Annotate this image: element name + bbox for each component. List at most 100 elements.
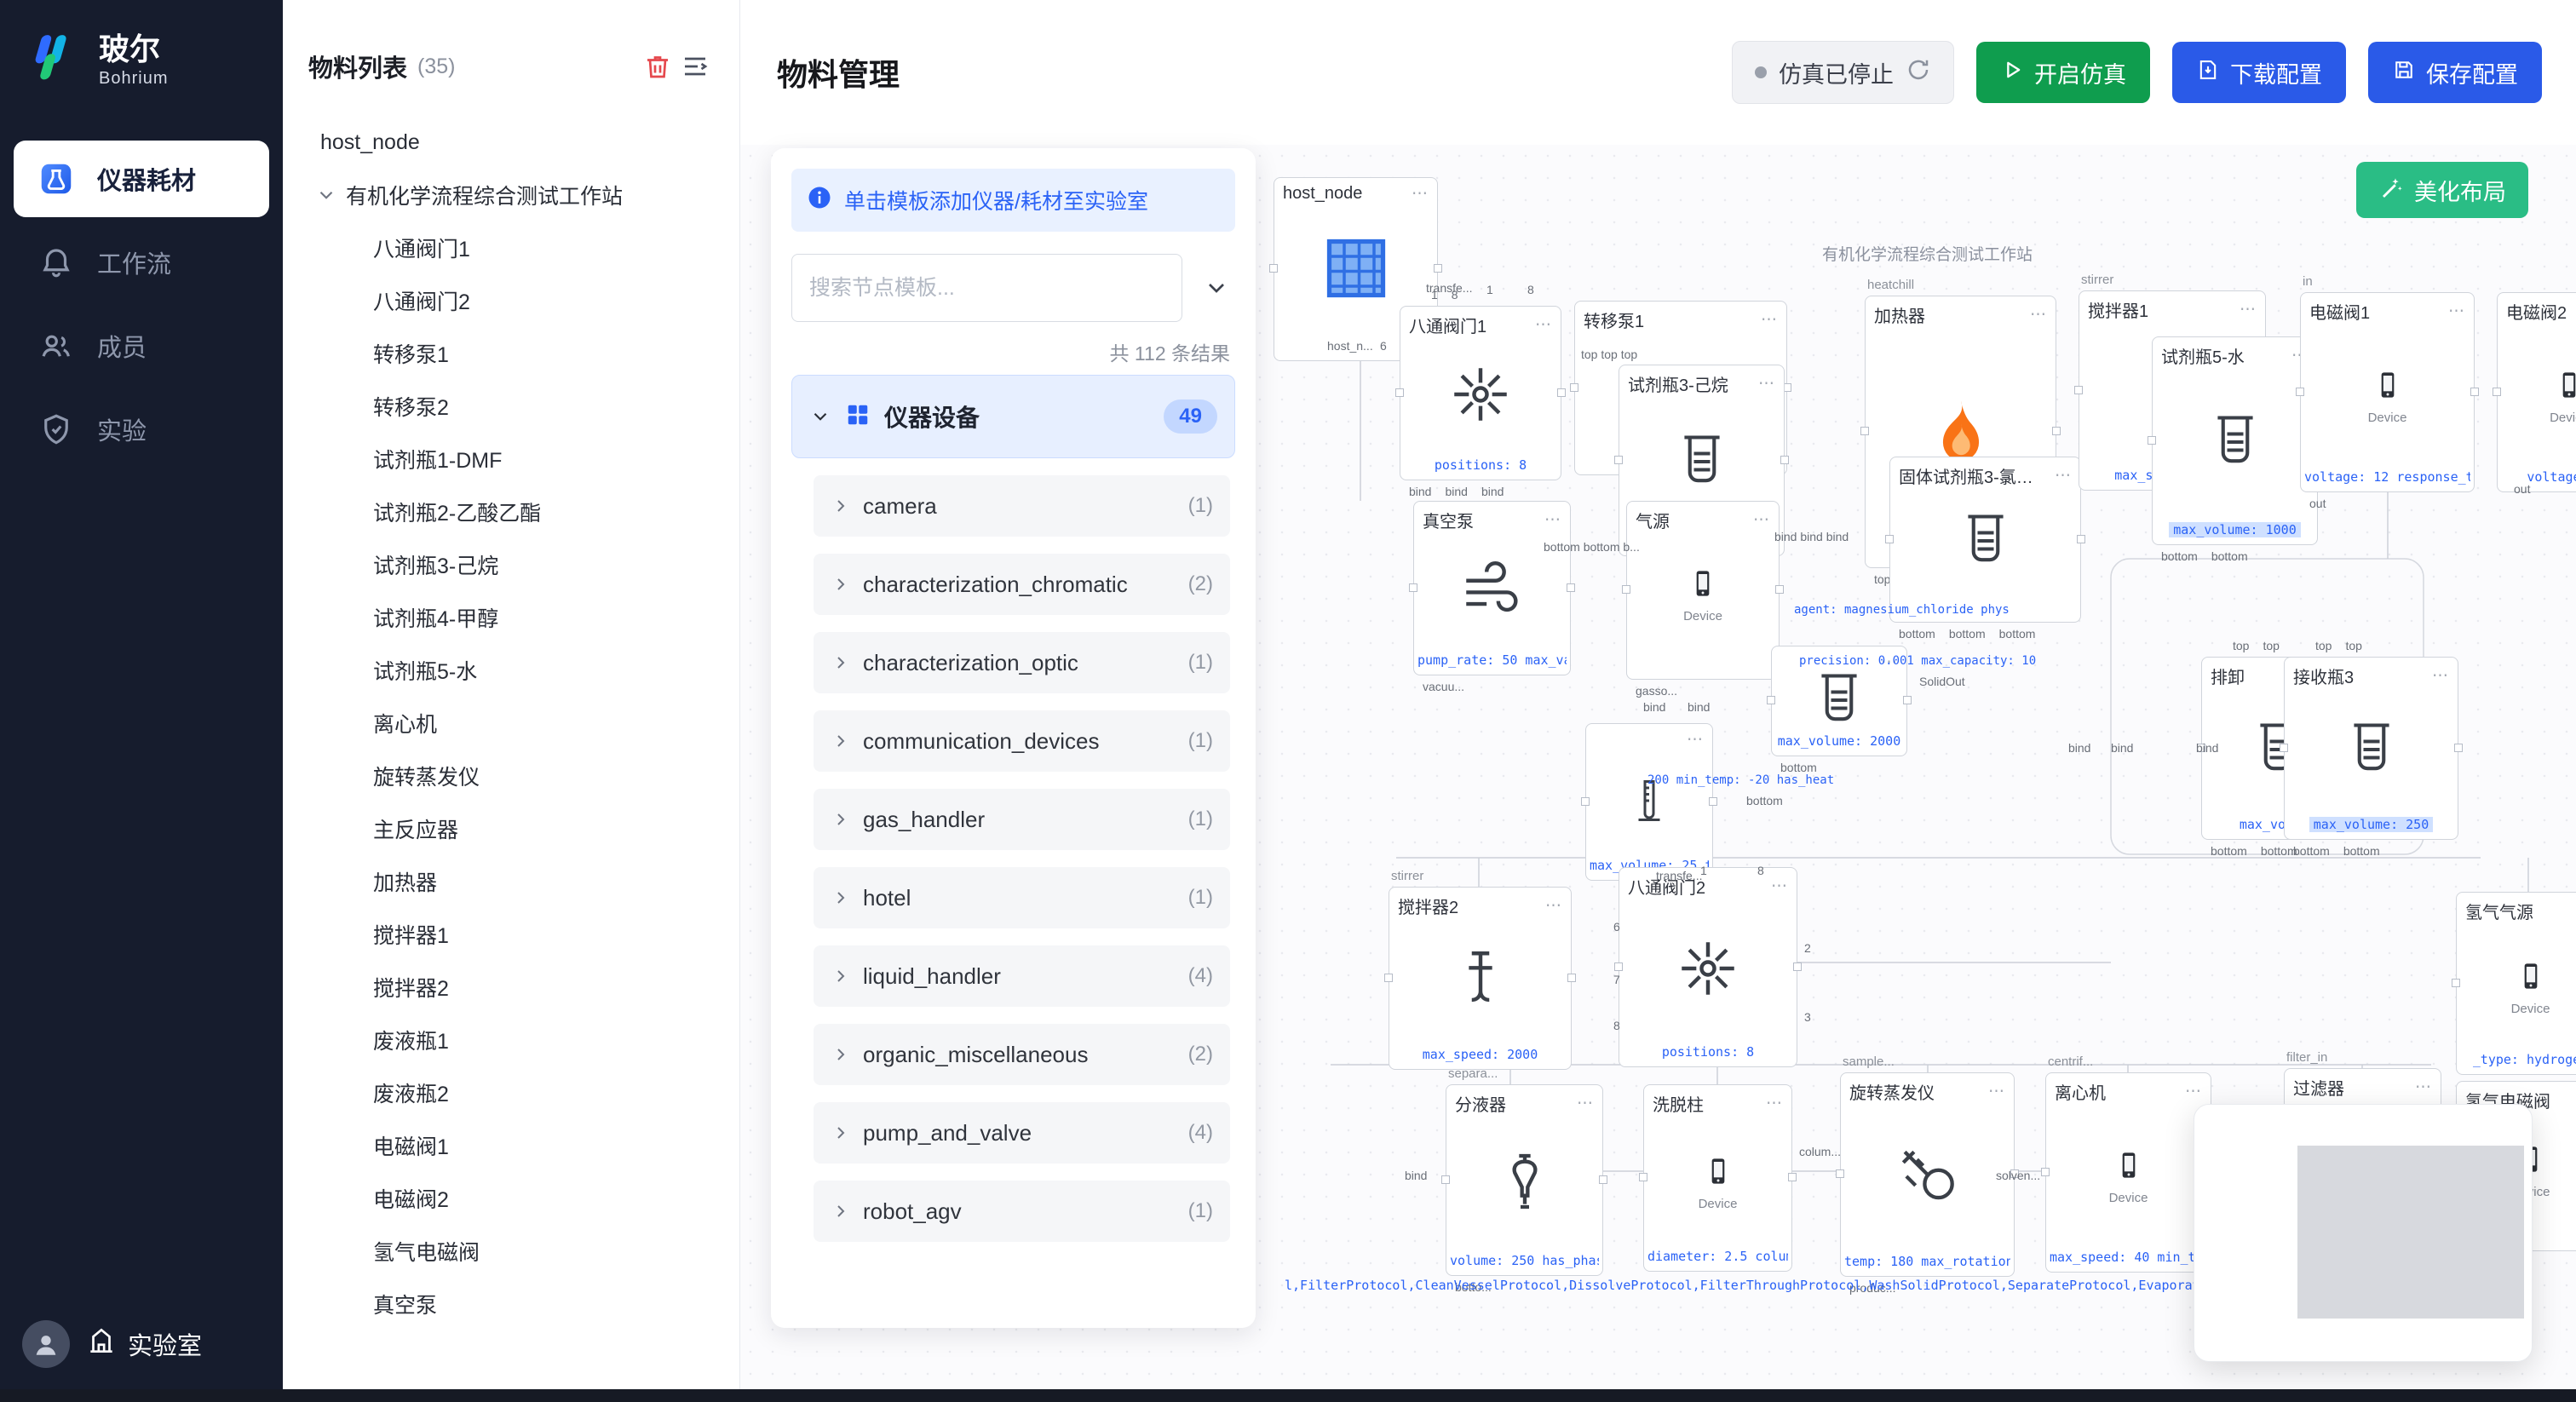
tree-item[interactable]: 试剂瓶5-水 <box>373 660 478 684</box>
beautify-layout-button[interactable]: 美化布局 <box>2356 162 2528 218</box>
more-icon[interactable]: ⋯ <box>1545 897 1562 915</box>
logo-subtitle: Bohrium <box>99 69 169 89</box>
more-icon[interactable]: ⋯ <box>2415 1078 2432 1096</box>
more-icon[interactable]: ⋯ <box>1544 511 1561 529</box>
tree-item[interactable]: 离心机 <box>373 713 438 737</box>
more-icon[interactable]: ⋯ <box>2432 667 2449 685</box>
more-icon[interactable]: ⋯ <box>2055 467 2072 485</box>
more-icon[interactable]: ⋯ <box>2240 301 2257 319</box>
tree-item[interactable]: 真空泵 <box>373 1294 438 1318</box>
template-group-row[interactable]: communication_devices (1) <box>814 710 1230 772</box>
canvas-node-valve2[interactable]: 八通阀门2⋯positions: 8 <box>1614 867 1802 1067</box>
sidebar-item-instruments[interactable]: 仪器耗材 <box>14 141 269 217</box>
template-group-row[interactable]: characterization_optic (1) <box>814 632 1230 693</box>
chevron-right-icon <box>831 496 851 516</box>
category-instruments[interactable]: 仪器设备 49 <box>791 375 1235 458</box>
sidebar-item-experiments[interactable]: 实验 <box>14 391 269 468</box>
collapse-list-button[interactable] <box>676 48 714 85</box>
tree-item[interactable]: 加热器 <box>373 871 438 895</box>
tree-item[interactable]: 旋转蒸发仪 <box>373 766 480 790</box>
main-area: 物料管理 仿真已停止 开启仿真 <box>739 0 2576 1402</box>
more-icon[interactable]: ⋯ <box>1758 375 1775 393</box>
tree-item[interactable]: 氢气电磁阀 <box>373 1241 480 1265</box>
template-group-row[interactable]: pump_and_valve (4) <box>814 1102 1230 1164</box>
tree-item[interactable]: 八通阀门1 <box>373 238 470 261</box>
canvas-node-rotavap[interactable]: sample...旋转蒸发仪⋯temp: 180 max_rotation_sp… <box>1836 1054 2019 1295</box>
more-icon[interactable]: ⋯ <box>1535 316 1552 334</box>
canvas-label: SolidOut <box>1919 675 1965 688</box>
tree-item[interactable]: 电磁阀2 <box>373 1188 449 1212</box>
template-group-row[interactable]: camera (1) <box>814 475 1230 537</box>
tree-item[interactable]: 转移泵1 <box>373 343 449 367</box>
canvas-node-separator[interactable]: separa...分液器⋯volume: 250 has_phases: tru… <box>1441 1066 1607 1294</box>
save-config-button[interactable]: 保存配置 <box>2368 42 2542 103</box>
template-group-row[interactable]: gas_handler (1) <box>814 789 1230 850</box>
download-config-button[interactable]: 下载配置 <box>2172 42 2346 103</box>
tree-item[interactable]: 搅拌器2 <box>373 977 449 1001</box>
tree-item[interactable]: 主反应器 <box>373 819 459 842</box>
trash-button[interactable] <box>639 48 676 85</box>
beaker-icon <box>2203 410 2268 479</box>
tree-root-host-node[interactable]: host_node <box>320 129 420 154</box>
sidebar-item-members[interactable]: 成员 <box>14 307 269 384</box>
template-group-row[interactable]: liquid_handler (4) <box>814 945 1230 1007</box>
vacuum-icon <box>1458 554 1527 629</box>
chevron-down-icon[interactable] <box>315 184 337 206</box>
canvas-node-vacuum-pump[interactable]: 真空泵⋯pump_rate: 50 max_vacuum: 0.1vacuu..… <box>1409 501 1575 693</box>
tree-item[interactable]: 电磁阀1 <box>373 1135 449 1159</box>
tree-item[interactable]: 试剂瓶1-DMF <box>373 449 503 473</box>
tree-item[interactable]: 试剂瓶3-己烷 <box>373 554 499 578</box>
sidebar-item-workflow[interactable]: 工作流 <box>14 224 269 301</box>
template-group-row[interactable]: hotel (1) <box>814 867 1230 928</box>
search-input[interactable] <box>791 254 1182 322</box>
more-icon[interactable]: ⋯ <box>1753 511 1770 529</box>
node-prop: max_speed: 40 min_temp: 4 max_spe <box>2050 1250 2207 1265</box>
canvas-label: 1 <box>1700 864 1707 877</box>
more-icon[interactable]: ⋯ <box>2030 306 2047 324</box>
more-icon[interactable]: ⋯ <box>1881 653 1898 671</box>
more-icon[interactable]: ⋯ <box>1687 731 1704 749</box>
panel-collapse-button[interactable] <box>1198 269 1235 307</box>
more-icon[interactable]: ⋯ <box>1771 877 1788 895</box>
tree-item[interactable]: 试剂瓶4-甲醇 <box>373 607 499 631</box>
minimap-panel[interactable] <box>2194 1104 2533 1362</box>
more-icon[interactable]: ⋯ <box>1412 185 1429 203</box>
more-icon[interactable]: ⋯ <box>1766 1095 1783 1112</box>
more-icon[interactable]: ⋯ <box>1988 1083 2005 1100</box>
refresh-icon[interactable] <box>1906 57 1931 89</box>
template-group-row[interactable]: organic_miscellaneous (2) <box>814 1024 1230 1085</box>
tree-item[interactable]: 搅拌器1 <box>373 924 449 948</box>
tree-item[interactable]: 八通阀门2 <box>373 290 470 314</box>
template-group-row[interactable]: characterization_chromatic (2) <box>814 554 1230 615</box>
sidebar-footer: 实验室 <box>22 1320 202 1368</box>
more-icon[interactable]: ⋯ <box>2448 302 2465 320</box>
tree-item[interactable]: 转移泵2 <box>373 396 449 420</box>
tree-item[interactable]: 废液瓶1 <box>373 1030 449 1054</box>
tree-group-workstation[interactable]: 有机化学流程综合测试工作站 <box>283 169 739 221</box>
node-title: 电磁阀1 <box>2309 304 2371 323</box>
lab-link[interactable]: 实验室 <box>85 1324 202 1364</box>
more-icon[interactable]: ⋯ <box>1761 311 1778 329</box>
canvas-node-pump2[interactable]: ⋯max_volume: 25 transfer_rate: 10 <box>1581 723 1717 881</box>
more-icon[interactable]: ⋯ <box>2185 1083 2202 1100</box>
avatar[interactable] <box>22 1320 70 1368</box>
tree-item[interactable]: 试剂瓶2-乙酸乙酯 <box>373 502 542 526</box>
start-simulation-button[interactable]: 开启仿真 <box>1976 42 2150 103</box>
more-icon[interactable]: ⋯ <box>1577 1095 1594 1112</box>
node-title: 氢气气源 <box>2465 904 2533 922</box>
tree-item[interactable]: 废液瓶2 <box>373 1083 449 1106</box>
stirrer-icon <box>1446 945 1515 1019</box>
template-group-row[interactable]: robot_agv (1) <box>814 1181 1230 1242</box>
canvas-node-h2-gas-source[interactable]: 氢气气源⋯Device_type: hydrogengasso... <box>2452 892 2576 1093</box>
